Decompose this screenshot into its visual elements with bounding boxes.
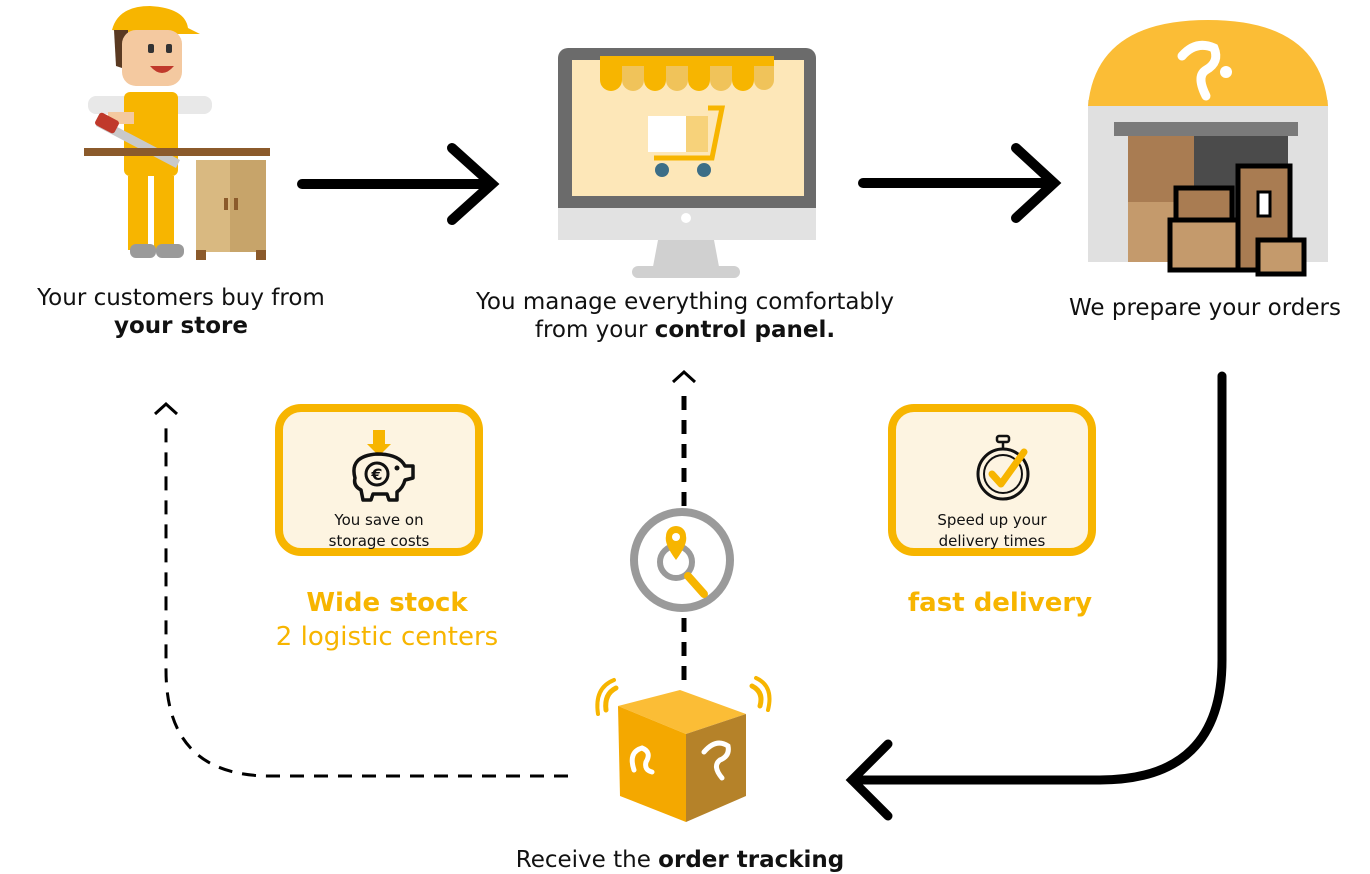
arrow-panel-to-warehouse (858, 143, 1062, 223)
caption-warehouse: We prepare your orders (1040, 294, 1370, 322)
caption-tracking: Receive the order tracking (450, 846, 910, 874)
card-storage-line1: You save on (334, 511, 424, 529)
label-fast-delivery-group: fast delivery (860, 586, 1140, 620)
arrow-warehouse-to-tracking (845, 371, 1227, 821)
card-storage-line2: storage costs (328, 532, 430, 550)
label-wide-stock-group: Wide stock 2 logistic centers (238, 586, 536, 654)
label-logistic-centers: 2 logistic centers (275, 622, 499, 652)
package-box-illustration (595, 676, 772, 822)
card-delivery-line1: Speed up your (937, 511, 1047, 529)
worker-illustration (84, 6, 270, 260)
caption-tracking-pre: Receive the (515, 847, 651, 873)
card-delivery: Speed up your delivery times (888, 404, 1096, 556)
caption-panel-line1: You manage everything comfortably (475, 289, 895, 315)
caption-panel-bold: control panel. (654, 317, 836, 343)
tracking-search-icon (630, 508, 734, 612)
caption-panel: You manage everything comfortably from y… (420, 288, 950, 344)
caption-store-bold: your store (114, 313, 248, 339)
arrow-store-to-panel (297, 143, 500, 225)
dashed-arrow-to-store (153, 401, 568, 778)
piggy-bank-euro-icon: € (352, 430, 415, 502)
svg-text:€: € (370, 465, 382, 484)
caption-panel-pre: from your (534, 317, 648, 343)
monitor-shop-illustration (558, 48, 816, 278)
stopwatch-check-icon (976, 434, 1030, 501)
card-storage: € You save on storage costs (275, 404, 483, 556)
caption-tracking-bold: order tracking (658, 847, 845, 873)
caption-warehouse-line1: We prepare your orders (1068, 295, 1341, 321)
label-fast-delivery: fast delivery (907, 588, 1093, 618)
card-delivery-line2: delivery times (938, 532, 1046, 550)
dashed-arrow-to-panel (671, 369, 697, 680)
warehouse-illustration (1088, 20, 1328, 277)
caption-store: Your customers buy from your store (0, 284, 362, 340)
caption-store-line1: Your customers buy from (37, 285, 325, 311)
label-wide-stock: Wide stock (306, 588, 468, 618)
